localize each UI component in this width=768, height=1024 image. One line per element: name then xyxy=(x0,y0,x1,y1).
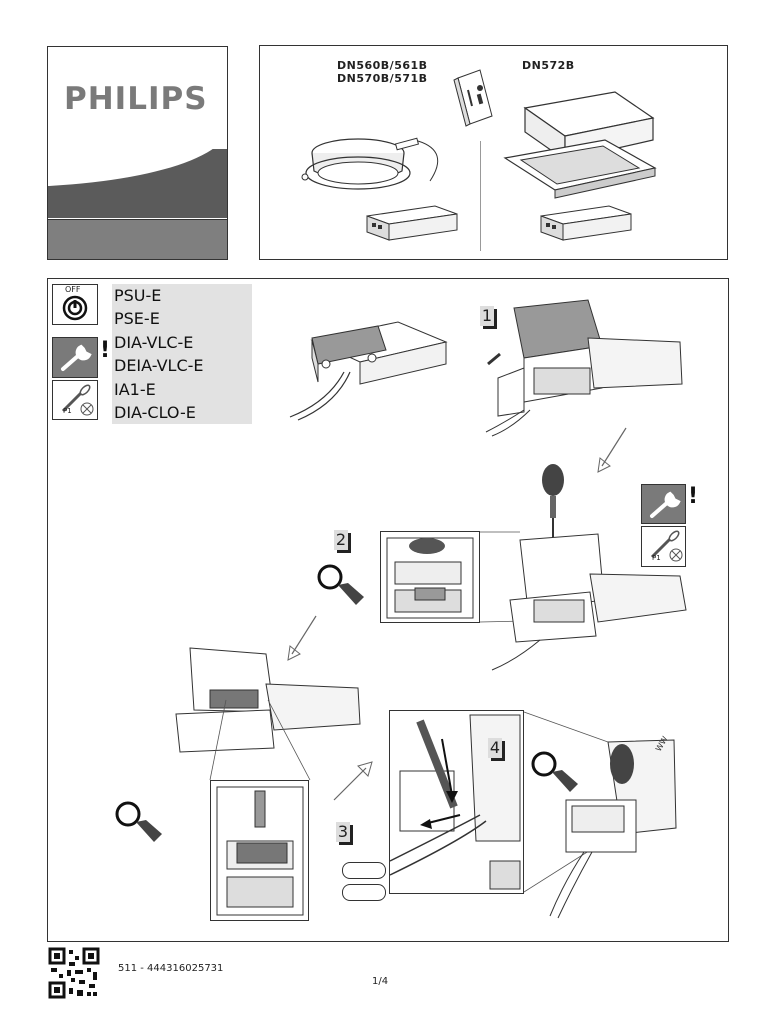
wire-strip-indicator xyxy=(342,884,386,901)
step-number: 2 xyxy=(334,530,348,550)
driver-open-illustration xyxy=(175,647,361,753)
wire-strip-indicator xyxy=(342,862,386,879)
square-downlight-illustration xyxy=(503,91,657,199)
compat-item: DIA-VLC-E xyxy=(114,332,194,352)
screwdriver-icon: P1 xyxy=(641,526,686,567)
screwdriver-driver-illustration xyxy=(479,464,687,671)
compatibility-list: PSU-E PSE-E DIA-VLC-E DEIA-VLC-E IA1-E D… xyxy=(112,284,252,424)
page-number: 1/4 xyxy=(372,976,389,987)
screwdriver-icon: P1 xyxy=(52,380,98,420)
power-off-label: OFF xyxy=(65,285,81,294)
next-step-arrow xyxy=(287,615,317,661)
step-number: 3 xyxy=(336,822,350,842)
next-step-arrow xyxy=(333,761,373,801)
compat-item: DEIA-VLC-E xyxy=(114,356,204,376)
instructions-panel xyxy=(47,278,729,942)
document-code: 511 - 444316025731 xyxy=(118,963,224,974)
screwdriver-label: P1 xyxy=(63,407,72,415)
compat-item: DIA-CLO-E xyxy=(114,403,196,423)
brand-logo: PHILIPS xyxy=(64,81,208,117)
model-round-1: DN560B/561B xyxy=(337,59,428,72)
magnifier-icon xyxy=(531,751,578,792)
warning-mark: ! xyxy=(100,338,111,363)
manual-booklet-icon xyxy=(453,69,493,127)
brand-panel: PHILIPS xyxy=(47,46,228,260)
compat-item: IA1-E xyxy=(114,379,156,399)
detail-zoom-wiring xyxy=(389,710,524,894)
detail-zoom-step3 xyxy=(210,780,309,921)
next-step-arrow xyxy=(597,427,627,473)
magnifier-icon xyxy=(115,801,162,842)
driver-illustration-round xyxy=(366,205,458,241)
step-number: 1 xyxy=(480,306,494,326)
brand-gray-band xyxy=(47,219,228,260)
step-number: 4 xyxy=(488,738,502,758)
wrench-icon xyxy=(52,337,98,378)
wrench-icon xyxy=(641,484,686,524)
model-round-2: DN570B/571B xyxy=(337,72,428,85)
warning-mark: ! xyxy=(688,484,699,509)
model-square: DN572B xyxy=(522,59,575,72)
magnifier-icon xyxy=(317,564,364,605)
driver-open-cover-illustration xyxy=(485,299,683,437)
compat-item: PSU-E xyxy=(114,286,162,305)
power-off-icon: OFF xyxy=(52,284,98,325)
qr-code xyxy=(48,947,100,999)
driver-closed-illustration xyxy=(289,321,448,421)
driver-illustration-square xyxy=(540,205,632,241)
compat-item: PSE-E xyxy=(114,309,160,329)
driver-wired-illustration: WW xyxy=(523,711,677,919)
round-downlight-illustration xyxy=(301,137,439,190)
zoom-connector-lines xyxy=(209,699,311,781)
products-panel: DN560B/561B DN570B/571B DN572B xyxy=(259,45,728,260)
product-divider xyxy=(480,141,481,251)
detail-zoom-step2 xyxy=(380,531,480,623)
screwdriver-label: P1 xyxy=(652,554,661,562)
